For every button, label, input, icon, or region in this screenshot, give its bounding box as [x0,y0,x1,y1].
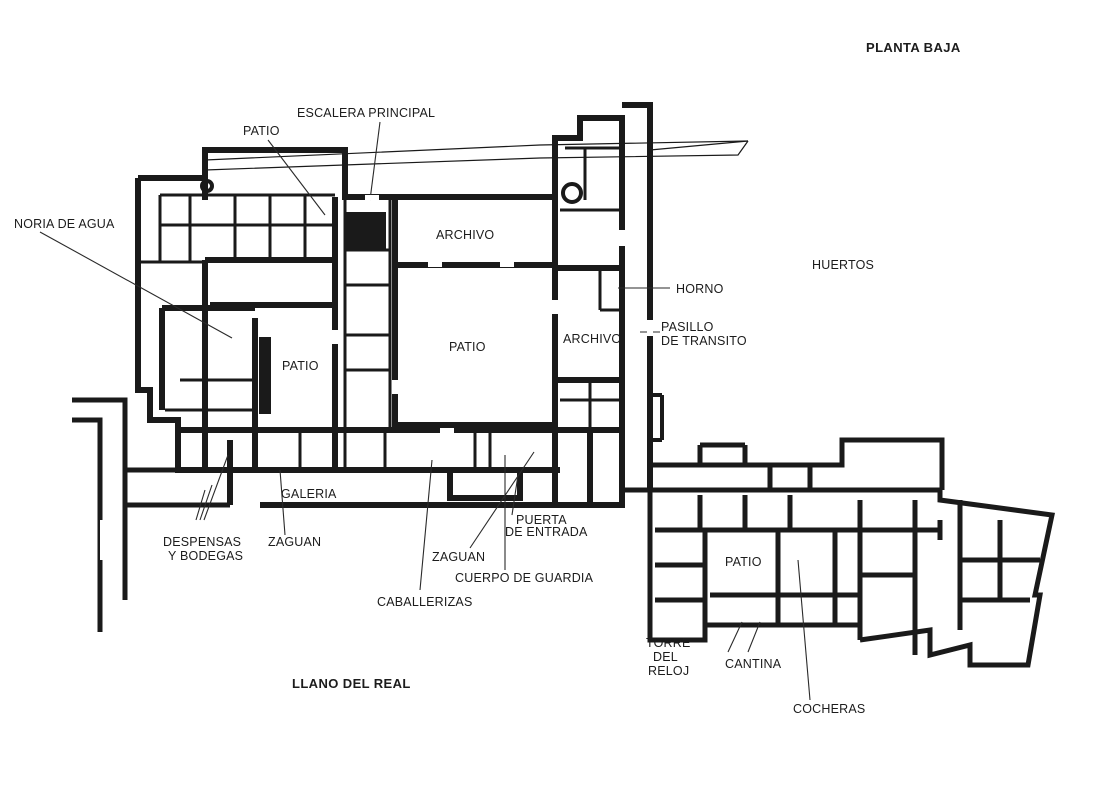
interior-walls [138,146,622,470]
label-de-entrada: DE ENTRADA [505,525,588,539]
label-cantina: CANTINA [725,657,782,671]
main-building-walls [135,102,653,508]
label-patio-se: PATIO [725,555,762,569]
label-de-transito: DE TRANSITO [661,334,747,348]
label-llano-del-real: LLANO DEL REAL [292,676,411,691]
round-features [200,179,583,204]
label-zaguan-left: ZAGUAN [268,535,322,549]
main-staircase [259,212,386,414]
label-cuerpo-de-guardia: CUERPO DE GUARDIA [455,571,594,585]
label-leaders [39,121,811,701]
right-wing-walls [622,437,1056,668]
label-patio-nw: PATIO [243,124,280,138]
label-del: DEL [653,650,678,664]
label-patio-main: PATIO [449,340,486,354]
label-cocheras: COCHERAS [793,702,866,716]
label-galeria: GALERIA [281,487,337,501]
door-openings [100,195,653,560]
plan-title: PLANTA BAJA [866,40,961,55]
label-noria-de-agua: NORIA DE AGUA [14,217,115,231]
label-huertos: HUERTOS [812,258,875,272]
transit-corridor [650,393,664,442]
left-wing-walls [72,397,230,632]
label-caballerizas: CABALLERIZAS [377,595,473,609]
roof-lines [204,140,749,171]
label-archivo-top: ARCHIVO [436,228,495,242]
label-horno: HORNO [676,282,724,296]
label-escalera-principal: ESCALERA PRINCIPAL [297,106,436,120]
label-y-bodegas: Y BODEGAS [168,549,244,563]
label-torre: TORRE [646,636,691,650]
label-zaguan-right: ZAGUAN [432,550,486,564]
label-patio-small: PATIO [282,359,319,373]
label-archivo-right: ARCHIVO [563,332,622,346]
label-reloj: RELOJ [648,664,690,678]
label-despensas: DESPENSAS [163,535,242,549]
label-puerta: PUERTA [516,513,567,527]
label-pasillo: PASILLO [661,320,714,334]
